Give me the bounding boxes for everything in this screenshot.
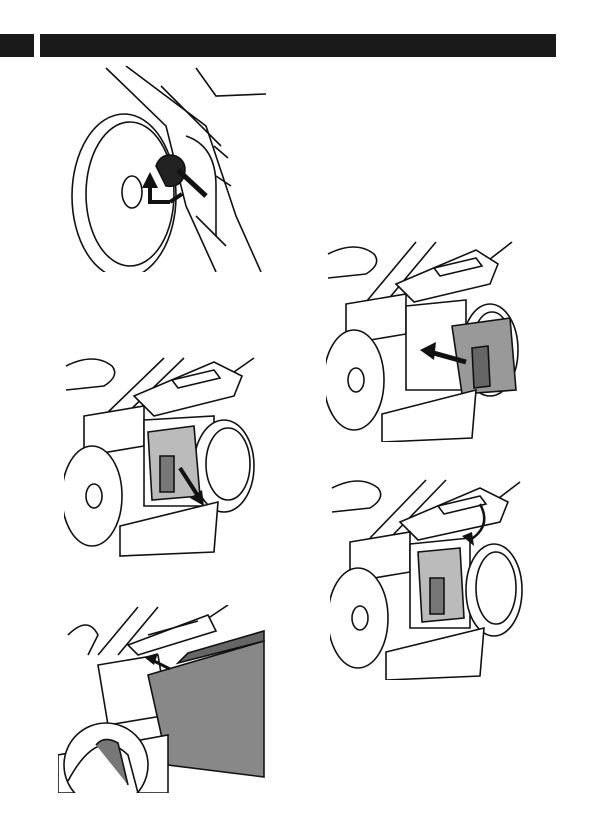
wheel-lever-illustration bbox=[66, 66, 266, 272]
rear-flap-close-illustration bbox=[330, 478, 530, 680]
header-bar bbox=[40, 34, 556, 57]
figure-remove-mulch-plug bbox=[64, 356, 264, 558]
figure-insert-mulch-plug bbox=[326, 240, 526, 442]
figure-wheel-height-adjust bbox=[66, 66, 266, 272]
figure-attach-grass-bag bbox=[58, 605, 266, 793]
mulch-plug-insert-illustration bbox=[326, 240, 526, 442]
figure-close-rear-flap bbox=[330, 478, 530, 680]
mulch-plug-removal-illustration bbox=[64, 356, 264, 558]
grass-bag-attach-illustration bbox=[58, 605, 266, 793]
section-tab bbox=[0, 34, 34, 57]
